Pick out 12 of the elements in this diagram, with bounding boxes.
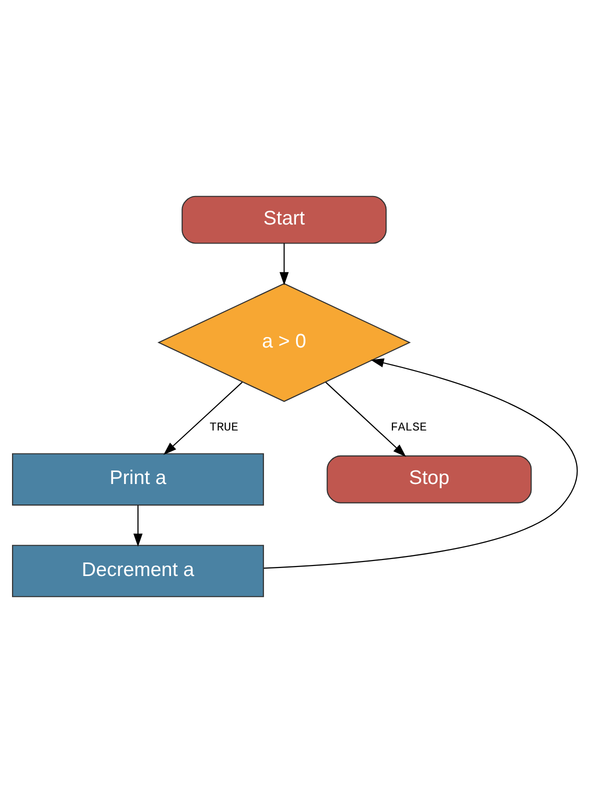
arrow xyxy=(163,382,243,455)
node-box: Start xyxy=(182,196,387,244)
edge-label: FALSE xyxy=(390,420,427,435)
arrow xyxy=(133,505,143,547)
node-box: Decrement a xyxy=(12,544,264,598)
arrow xyxy=(325,382,406,457)
edge-label: TRUE xyxy=(210,420,238,435)
node-diamond: a > 0 xyxy=(157,283,411,402)
node-box: Stop xyxy=(326,455,532,504)
node-box: Print a xyxy=(12,453,264,506)
arrow xyxy=(280,243,289,286)
arrow xyxy=(264,358,578,569)
